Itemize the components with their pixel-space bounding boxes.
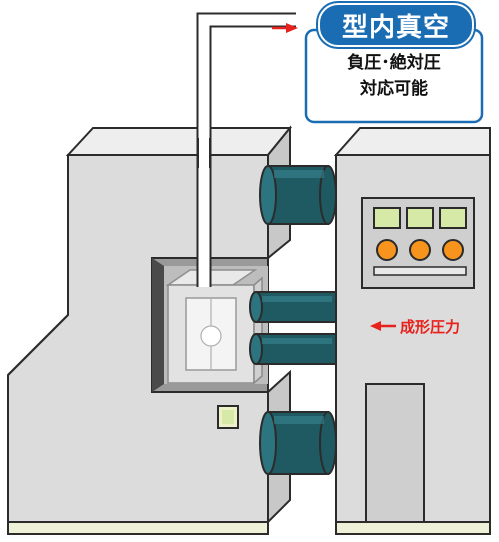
vacuum-title-badge: 型内真空 [318,3,474,47]
display-3 [439,207,467,229]
pressure-arrow-icon [370,321,381,331]
vacuum-chamber [165,269,263,385]
badge-line-2: 対応可能 [360,79,428,99]
display-2 [406,207,434,229]
pressure-label: 成形圧力 [354,314,494,338]
badge-description: 負圧･絶対圧 対応可能 [310,50,478,102]
badge-line-1: 負圧･絶対圧 [347,53,441,73]
display-1 [373,207,401,229]
cylinder-rod-2 [249,333,337,365]
cylinder-rod-1 [249,291,337,323]
knob-1 [376,239,398,261]
vacuum-arrow-icon [286,23,298,33]
knob-2 [409,239,431,261]
cylinder-lower [259,411,337,475]
right-cabinet [333,127,491,535]
pressure-label-text: 成形圧力 [400,317,461,336]
vacuum-pipe [196,12,298,287]
cylinder-upper [259,165,337,225]
cabinet-door [365,383,425,523]
knob-3 [442,239,464,261]
